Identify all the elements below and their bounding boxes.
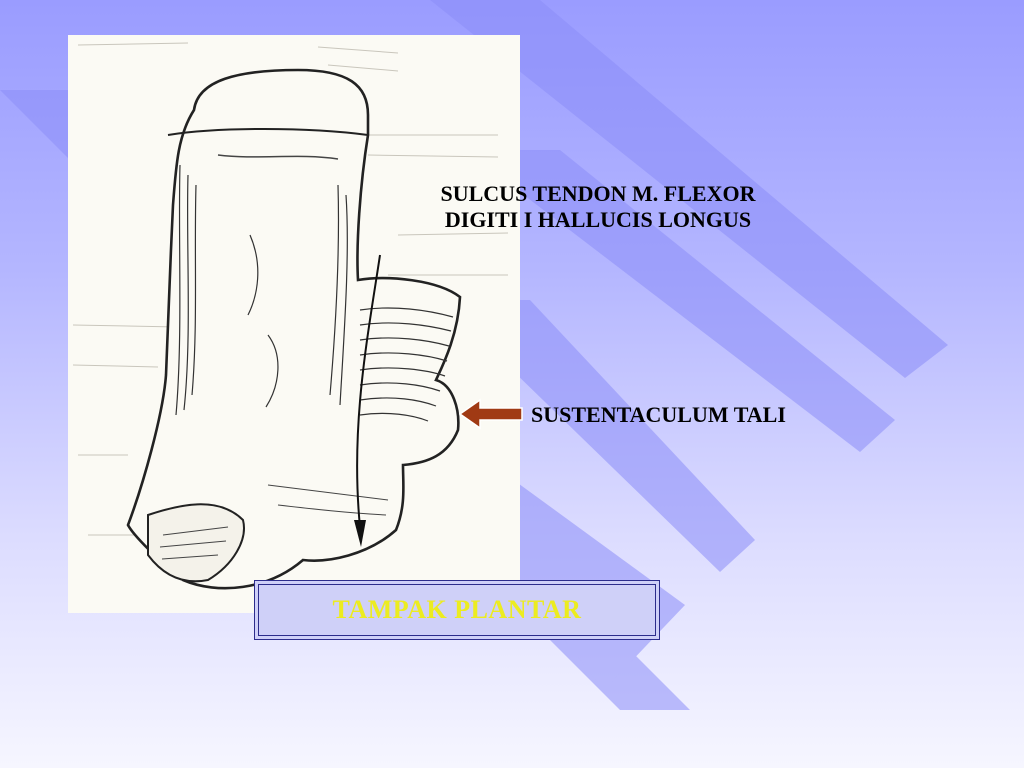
sustentaculum-tali-label: SUSTENTACULUM TALI — [531, 402, 786, 427]
left-arrow-icon — [458, 398, 523, 430]
caption-box: TAMPAK PLANTAR — [254, 580, 660, 640]
talus-illustration — [68, 35, 520, 613]
sulcus-label-line1: SULCUS TENDON M. FLEXOR — [440, 181, 756, 206]
sulcus-tendon-label: SULCUS TENDON M. FLEXOR DIGITI I HALLUCI… — [372, 181, 824, 233]
caption-text: TAMPAK PLANTAR — [332, 595, 582, 624]
sulcus-label-line2: DIGITI I HALLUCIS LONGUS — [444, 207, 752, 232]
caption-inner-frame: TAMPAK PLANTAR — [258, 584, 656, 636]
talus-bone-drawing — [72, 42, 509, 590]
